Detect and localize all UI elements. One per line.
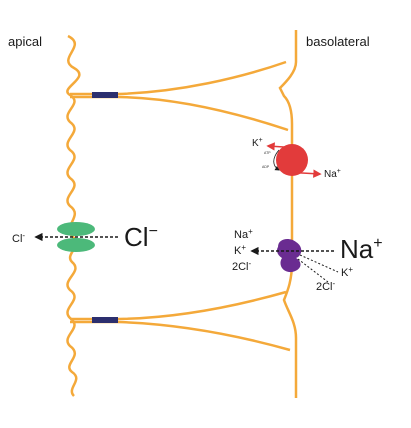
tight-junction-top: [92, 92, 118, 98]
basolateral-label: basolateral: [306, 34, 370, 49]
nkcc-k-label: K+: [234, 243, 246, 257]
top-lateral-membrane-lower: [70, 95, 289, 132]
apical-label: apical: [8, 34, 42, 49]
nkcc-k-dotted: [299, 254, 339, 273]
nkcc-cotransporter: [250, 239, 339, 283]
pump-body: [276, 144, 308, 176]
nkcc-cl-dotted: [297, 258, 329, 283]
nkcc-cl-label: 2Cl-: [232, 259, 252, 273]
cl-ion-inside-label: Cl-: [12, 231, 25, 245]
nkcc-big-na-label: Na+: [340, 234, 383, 264]
apical-membrane: [66, 34, 81, 397]
cl-ion-big-label: Cl−: [124, 222, 158, 252]
bottom-lateral-membrane-upper: [70, 290, 287, 321]
atp-label: ATP: [264, 151, 271, 155]
pump-na-label: Na+: [324, 168, 341, 180]
adp-label: ADP: [262, 165, 270, 169]
chloride-channel: [57, 222, 95, 252]
tight-junction-bottom: [92, 317, 118, 323]
pump-k-label: K+: [252, 137, 263, 149]
cl-channel-bottom-subunit: [57, 238, 95, 252]
nkcc-na-label: Na+: [234, 227, 253, 241]
cl-channel-top-subunit: [57, 222, 95, 236]
atp-adp-curve: [273, 149, 280, 171]
top-lateral-membrane-upper: [70, 60, 287, 96]
nkcc-right-k-label: K+: [341, 265, 353, 279]
basolateral-membrane: [278, 30, 298, 398]
nkcc-right-cl-label: 2Cl-: [316, 279, 336, 293]
nkcc-body: [277, 239, 302, 273]
bottom-lateral-membrane-lower: [70, 320, 291, 352]
na-k-pump: [266, 142, 322, 178]
